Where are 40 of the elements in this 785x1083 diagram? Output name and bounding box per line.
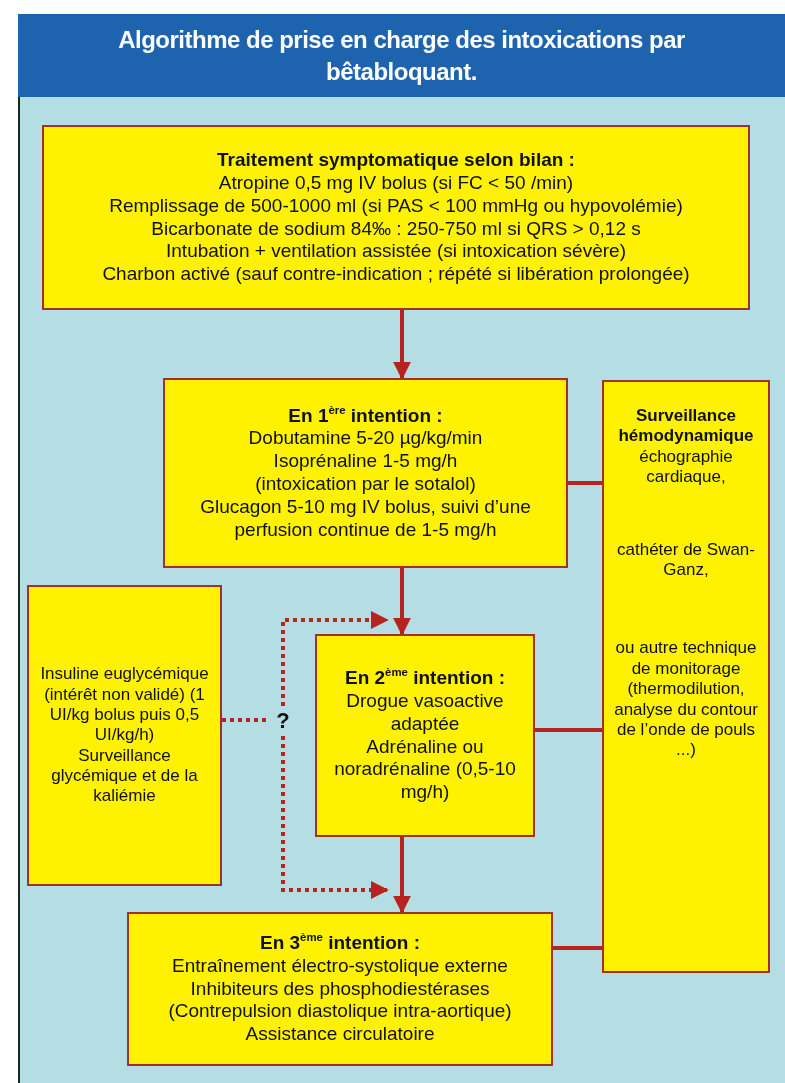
box-text: Dobutamine 5-20 µg/kg/min [248, 427, 483, 451]
question-mark: ? [276, 707, 290, 735]
box-heading: En 2$^{ème}$ intention : [345, 667, 505, 690]
box-text: Assistance circulatoire [245, 1023, 435, 1046]
box-text: Entraînement électro-systolique externe [172, 954, 508, 978]
box-text: Drogue vasoactive adaptée [345, 689, 505, 736]
box-text: Adrénaline ou noradrénaline (0,5-10 mg/h) [333, 735, 517, 804]
box-text: Surveillance glycémique et de la kaliémie [50, 745, 199, 807]
monitoring-box [602, 380, 770, 973]
box-text: Bicarbonate de sodium 84‰ : 250-750 ml si QRS > 0,12 s [151, 217, 641, 241]
box-text: Insuline euglycémique (intérêt non validé) (1 UI/kg bolus puis 0,5 UI/kg/h) [39, 664, 210, 746]
connector-line [568, 481, 602, 485]
box-heading: Traitement symptomatique selon bilan : [217, 149, 575, 172]
box-text: (intoxication par le sotalol) [255, 473, 476, 496]
connector-line [553, 946, 602, 950]
box-heading: En 1$^{ère}$ intention : [288, 404, 443, 428]
box-text: (Contrepulsion diastolique intra-aortique) [168, 1000, 512, 1024]
dotted-arrow [281, 736, 389, 899]
box-text: Isoprénaline 1-5 mg/h [273, 450, 458, 473]
box-text: ou autre technique de monitorage (thermodilution, analyse du contour de l’onde de pouls ...) [613, 638, 759, 761]
box-text: échographie cardiaque, [638, 446, 734, 488]
process-box [315, 634, 535, 837]
process-box [163, 378, 568, 568]
box-text: Inhibiteurs des phosphodiestérases [190, 977, 490, 1001]
process-box [127, 912, 553, 1066]
box-text: Glucagon 5-10 mg IV bolus, suivi d’une perfusion continue de 1-5 mg/h [199, 495, 532, 542]
dotted-arrow [281, 611, 389, 706]
title: Algorithme de prise en charge des intoxications par bêtabloquant. [117, 25, 686, 87]
box-heading: En 3$^{ème}$ intention : [260, 932, 420, 955]
arrow [393, 310, 411, 380]
box-text: Charbon activé (sauf contre-indication ; répété si libération prolongée) [102, 263, 690, 286]
box-text: Atropine 0,5 mg IV bolus (si FC < 50 /min) [218, 171, 574, 195]
box-text: Intubation + ventilation assistée (si intoxication sévère) [166, 240, 626, 264]
box-text: cathéter de Swan-Ganz, [616, 539, 756, 581]
process-box [42, 125, 750, 310]
process-box [27, 585, 222, 886]
arrow [393, 837, 411, 914]
connector-line [535, 728, 602, 732]
box-text: Remplissage de 500-1000 ml (si PAS < 100 mmHg ou hypovolémie) [109, 194, 683, 218]
arrow [393, 568, 411, 636]
